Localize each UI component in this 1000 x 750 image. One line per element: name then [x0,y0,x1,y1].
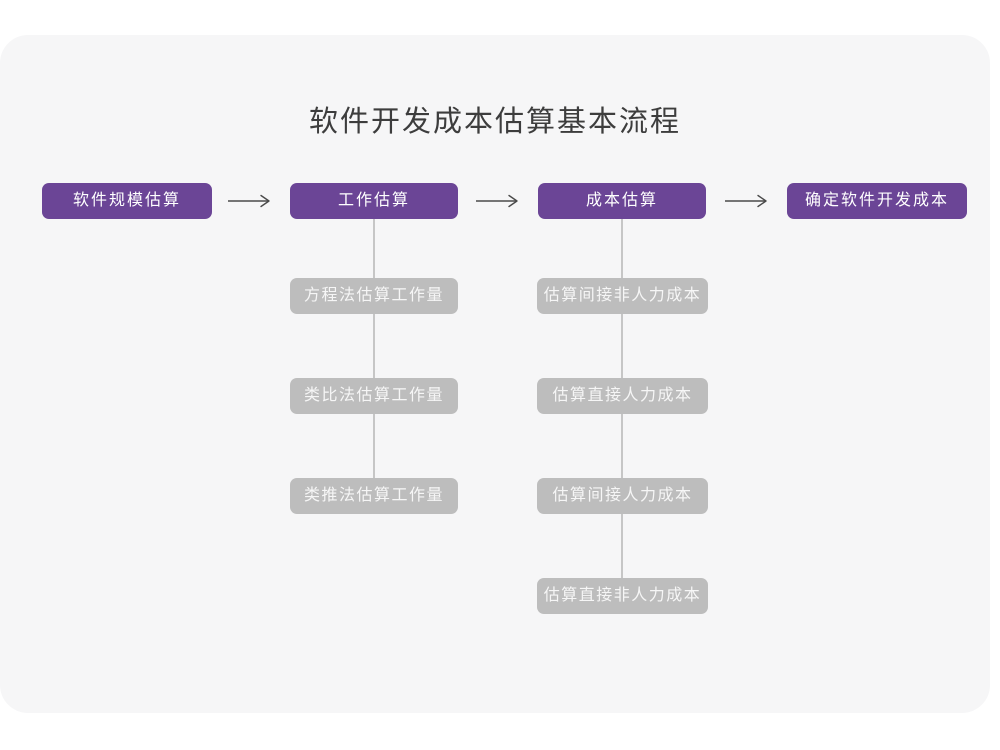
stage-box-work-estimation: 工作估算 [290,183,458,219]
arrow-right-icon [476,194,518,208]
substep-box-direct-non-labor-cost: 估算直接非人力成本 [537,578,708,614]
page-title: 软件开发成本估算基本流程 [308,106,681,138]
diagram-card [0,35,990,713]
connector-line-work-estimation [373,219,375,491]
arrow-right-icon [228,194,270,208]
stage-box-cost-estimation: 成本估算 [538,183,706,219]
arrow-right-icon [725,194,767,208]
substep-box-extrapolation-method: 类推法估算工作量 [290,478,458,514]
substep-box-indirect-non-labor-cost: 估算间接非人力成本 [537,278,708,314]
substep-box-indirect-labor-cost: 估算间接人力成本 [537,478,708,514]
stage-box-determine-development-cost: 确定软件开发成本 [787,183,967,219]
substep-box-analogy-method: 类比法估算工作量 [290,378,458,414]
substep-box-equation-method: 方程法估算工作量 [290,278,458,314]
substep-box-direct-labor-cost: 估算直接人力成本 [537,378,708,414]
stage-box-software-scale-estimation: 软件规模估算 [42,183,212,219]
